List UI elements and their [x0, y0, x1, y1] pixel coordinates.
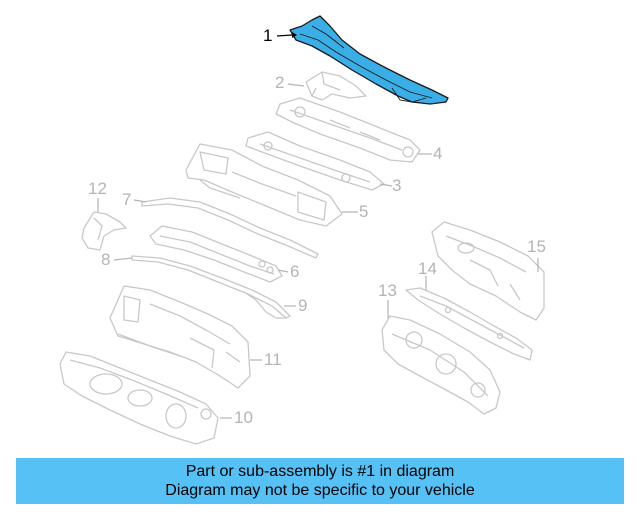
- callout-7[interactable]: 7: [122, 190, 132, 209]
- part-6-cowl-lower[interactable]: [149, 225, 283, 283]
- callout-4[interactable]: 4: [433, 144, 443, 163]
- info-banner: Part or sub-assembly is #1 in diagram Di…: [16, 458, 624, 504]
- callout-12[interactable]: 12: [88, 179, 107, 198]
- part-9-seal[interactable]: [243, 291, 286, 319]
- part-15-right-panel[interactable]: [431, 221, 545, 321]
- callout-2[interactable]: 2: [275, 73, 285, 92]
- callout-5[interactable]: 5: [359, 202, 369, 221]
- part-1-cowl-panel[interactable]: [289, 15, 449, 105]
- callout-1[interactable]: 1: [263, 26, 273, 45]
- part-13-lower-right[interactable]: [381, 315, 501, 415]
- banner-line-1: Part or sub-assembly is #1 in diagram: [185, 463, 455, 480]
- callout-13[interactable]: 13: [378, 281, 397, 300]
- part-4-upper-panel[interactable]: [275, 97, 421, 163]
- callout-10[interactable]: 10: [234, 408, 253, 427]
- callout-8[interactable]: 8: [101, 250, 111, 269]
- parts-diagram: [59, 15, 545, 445]
- banner-line-2: Diagram may not be specific to your vehi…: [165, 482, 475, 499]
- part-14-bar[interactable]: [405, 287, 533, 361]
- part-7-seal[interactable]: [141, 197, 319, 259]
- part-2-bracket[interactable]: [305, 71, 367, 101]
- part-3-support[interactable]: [245, 131, 385, 191]
- callout-3[interactable]: 3: [392, 176, 402, 195]
- callout-15[interactable]: 15: [527, 237, 546, 256]
- part-8-seal[interactable]: [131, 255, 291, 319]
- callout-9[interactable]: 9: [298, 296, 308, 315]
- part-12-bracket[interactable]: [81, 211, 127, 251]
- callout-6[interactable]: 6: [290, 262, 300, 281]
- part-11-dash-assembly[interactable]: [109, 285, 251, 389]
- callout-14[interactable]: 14: [418, 259, 437, 278]
- callout-11[interactable]: 11: [264, 350, 282, 369]
- part-5-dash-upper[interactable]: [185, 143, 343, 227]
- part-10-lower-dash[interactable]: [59, 351, 219, 445]
